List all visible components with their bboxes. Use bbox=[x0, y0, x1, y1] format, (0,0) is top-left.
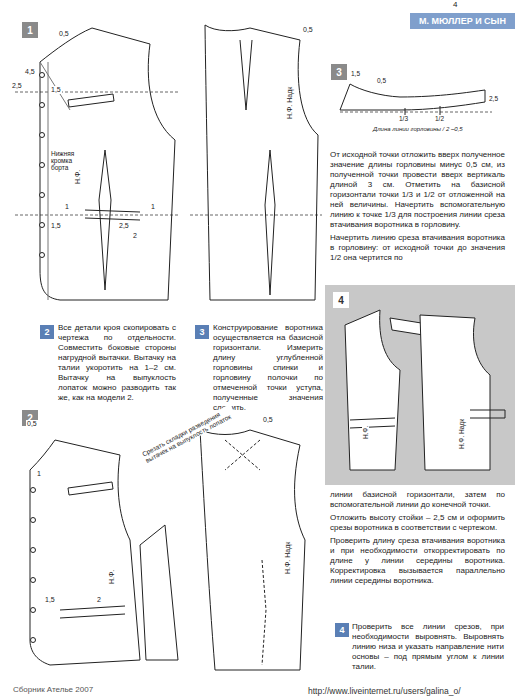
note: Н.Ф. Надк bbox=[284, 541, 292, 575]
dimension: 1,5 bbox=[44, 596, 56, 604]
back-piece bbox=[205, 25, 318, 300]
fold-mark bbox=[225, 440, 266, 665]
dimension: Н.Ф. bbox=[74, 169, 82, 185]
body-text: От исходной точки отложить вверх получен… bbox=[330, 150, 505, 230]
dimension: 2,5 bbox=[118, 222, 130, 230]
text-column: Конструирование воротника осуществляется… bbox=[213, 323, 323, 416]
breast-welt bbox=[68, 94, 114, 107]
pocket-line bbox=[350, 410, 505, 428]
buttons bbox=[40, 73, 45, 258]
body-text: Проверить длину среза втачивания воротни… bbox=[330, 536, 505, 586]
figure-3 bbox=[340, 84, 492, 116]
dimension: 2,5 bbox=[488, 95, 499, 102]
collar-draft bbox=[340, 84, 485, 110]
dimension: 0,5 bbox=[302, 26, 314, 34]
base-line bbox=[340, 112, 492, 113]
figure-number: 3 bbox=[195, 325, 209, 339]
text-column: линии базисной горизонтали, затем по всп… bbox=[330, 490, 505, 589]
note: http://www.liveinternet.ru/users/galina_… bbox=[307, 687, 462, 696]
front-piece bbox=[345, 310, 400, 470]
body-text: Отложить высоту стойки – 2,5 см и оформи… bbox=[330, 513, 505, 533]
note: Сборник Ателье 2007 bbox=[12, 686, 94, 695]
text-column: Все детали кроя скопировать с чертежа по… bbox=[58, 323, 176, 406]
node-text: 4 bbox=[338, 295, 344, 306]
figure-number: 3 bbox=[331, 64, 347, 80]
dimension: 1 bbox=[150, 203, 156, 211]
note: Нижняя кромка борта bbox=[50, 150, 92, 171]
dimension: 2 bbox=[96, 596, 102, 604]
dimension: 1,5 bbox=[50, 86, 62, 94]
construction-line bbox=[15, 92, 322, 215]
dimension: 4,5 bbox=[24, 68, 36, 76]
front-piece bbox=[40, 28, 175, 300]
text-column: Проверить все линии срезов, при необходи… bbox=[352, 622, 504, 675]
body-text: Начертить линию среза втачивания воротни… bbox=[330, 233, 505, 263]
figure-2 bbox=[30, 430, 305, 670]
pocket-line bbox=[60, 482, 125, 618]
note: Н.Ф. Надк bbox=[286, 86, 294, 120]
dimension: Н.Ф. bbox=[362, 425, 369, 440]
dimension: 1,5 bbox=[50, 222, 62, 230]
dimension: 0,5 bbox=[262, 416, 274, 424]
note: Н.Ф. Надк bbox=[458, 418, 465, 450]
text-column: От исходной точки отложить вверх получен… bbox=[330, 150, 505, 266]
figure-number: 4 bbox=[333, 292, 349, 308]
back-piece bbox=[200, 430, 305, 670]
figure-4 bbox=[345, 310, 505, 470]
front-piece bbox=[30, 440, 140, 665]
node-text: 3 bbox=[199, 327, 204, 337]
dimension: 0,5 bbox=[26, 420, 38, 428]
waist-dart bbox=[99, 150, 111, 290]
body-text: Все детали кроя скопировать с чертежа по… bbox=[58, 323, 176, 403]
node-text: 2 bbox=[44, 327, 49, 337]
dimension: Н.Ф. bbox=[108, 569, 116, 585]
body-text: Проверить все линии срезов, при необходи… bbox=[352, 622, 504, 672]
dimension: 0,5 bbox=[376, 77, 387, 84]
dimension: 4 bbox=[452, 1, 458, 10]
figure-number: 1 bbox=[22, 22, 38, 38]
figure-number: 4 bbox=[335, 623, 349, 637]
back-dart bbox=[240, 40, 275, 295]
node-text: 1 bbox=[27, 25, 33, 36]
body-text: линии базисной горизонтали, затем по всп… bbox=[330, 490, 505, 510]
dimension: 1,5 bbox=[350, 70, 361, 77]
pocket-line bbox=[85, 210, 140, 220]
dimension: 0,5 bbox=[58, 30, 70, 38]
dimension: 1 bbox=[64, 203, 70, 211]
note: Длина линии горловины / 2 –0,5 bbox=[372, 126, 464, 133]
dimension: 1/2 bbox=[434, 115, 445, 122]
node-text: 4 bbox=[339, 625, 344, 635]
figure-panel bbox=[325, 285, 515, 485]
side-piece bbox=[140, 525, 178, 660]
dimension: 1/3 bbox=[398, 115, 409, 122]
figure-1 bbox=[15, 25, 322, 300]
back-piece bbox=[420, 315, 490, 470]
figure-number: 2 bbox=[40, 325, 54, 339]
dimension: 2 bbox=[132, 232, 138, 240]
dimension: 2,5 bbox=[11, 82, 23, 90]
header-band: М. МЮЛЛЕР И СЫН bbox=[410, 13, 515, 29]
lapel-line bbox=[40, 62, 70, 300]
node-text: М. МЮЛЛЕР И СЫН bbox=[419, 16, 506, 26]
body-text: Конструирование воротника осуществляется… bbox=[213, 323, 323, 413]
node-text: 3 bbox=[336, 67, 342, 78]
buttons bbox=[31, 488, 36, 643]
dimension: 1 bbox=[36, 470, 42, 478]
